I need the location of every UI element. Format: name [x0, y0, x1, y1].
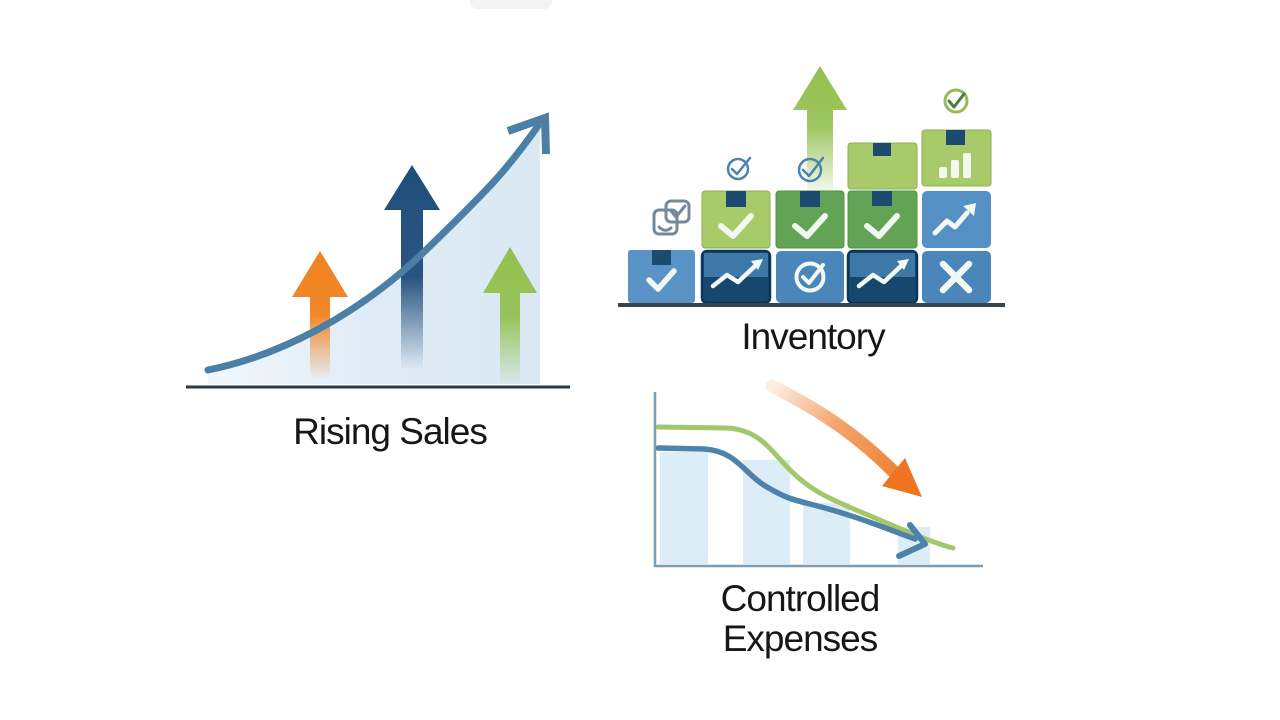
rising-sales-chart [186, 112, 570, 389]
box-tape [946, 130, 965, 145]
green-circled-check-icon [943, 88, 969, 114]
box-blue-check [628, 250, 695, 303]
inventory-graphic [618, 66, 1005, 307]
trend-line-icon [710, 263, 758, 289]
inventory-panel [608, 50, 1008, 316]
trend-line-icon [856, 263, 904, 289]
check-icon [792, 213, 828, 239]
blue-circled-check-icon [797, 156, 825, 183]
inventory-green-up-arrow [793, 66, 847, 198]
growth-curve [204, 122, 542, 374]
orange-down-swoosh-arrow [765, 379, 922, 497]
circled-check-mark-icon [801, 263, 825, 285]
blue-circled-check-icon [726, 156, 752, 181]
expenses-chart [653, 379, 983, 568]
expenses-blue-line [655, 445, 918, 542]
box-tape [872, 191, 892, 206]
trend-arrowhead-icon [963, 203, 976, 216]
bar-chart-icon [939, 153, 971, 178]
circled-check-icon [794, 261, 826, 293]
trend-line-arrowhead-icon [897, 259, 909, 270]
check-icon [718, 213, 754, 239]
controlled-expenses-label: Controlled Expenses [620, 579, 980, 659]
expenses-green-line [655, 424, 956, 551]
inventory-stack-2 [700, 190, 772, 305]
box-tape [800, 191, 820, 207]
box-blue-circled-check [776, 251, 844, 303]
green-up-arrow [483, 247, 537, 384]
inventory-stack-4 [846, 142, 919, 305]
top-edge-artifact [470, 0, 552, 9]
check-icon [864, 213, 900, 239]
inventory-stack-5 [921, 129, 992, 303]
box-blue-trend-arrow [922, 191, 991, 248]
trend-arrow-icon [932, 210, 970, 236]
clipboard-check-icon [652, 199, 691, 236]
inventory-label: Inventory [741, 316, 885, 357]
growth-curve-arrowhead-icon [506, 112, 550, 155]
rising-sales-panel [178, 78, 578, 413]
controlled-expenses-label-text: Controlled Expenses [720, 578, 881, 659]
inventory-stack-3 [775, 190, 845, 303]
check-icon [646, 268, 677, 292]
controlled-expenses-panel [632, 376, 988, 576]
expenses-blue-arrowhead-icon [896, 522, 928, 559]
growth-area [208, 122, 540, 384]
trend-line-arrowhead-icon [751, 259, 763, 270]
expenses-axes [653, 392, 983, 568]
rising-sales-label: Rising Sales [293, 411, 488, 452]
orange-up-arrow [292, 251, 348, 378]
inventory-stack-1 [628, 250, 695, 303]
box-tape [873, 143, 891, 156]
x-icon [939, 260, 973, 294]
box-tape [726, 191, 746, 207]
box-tape [652, 250, 671, 265]
